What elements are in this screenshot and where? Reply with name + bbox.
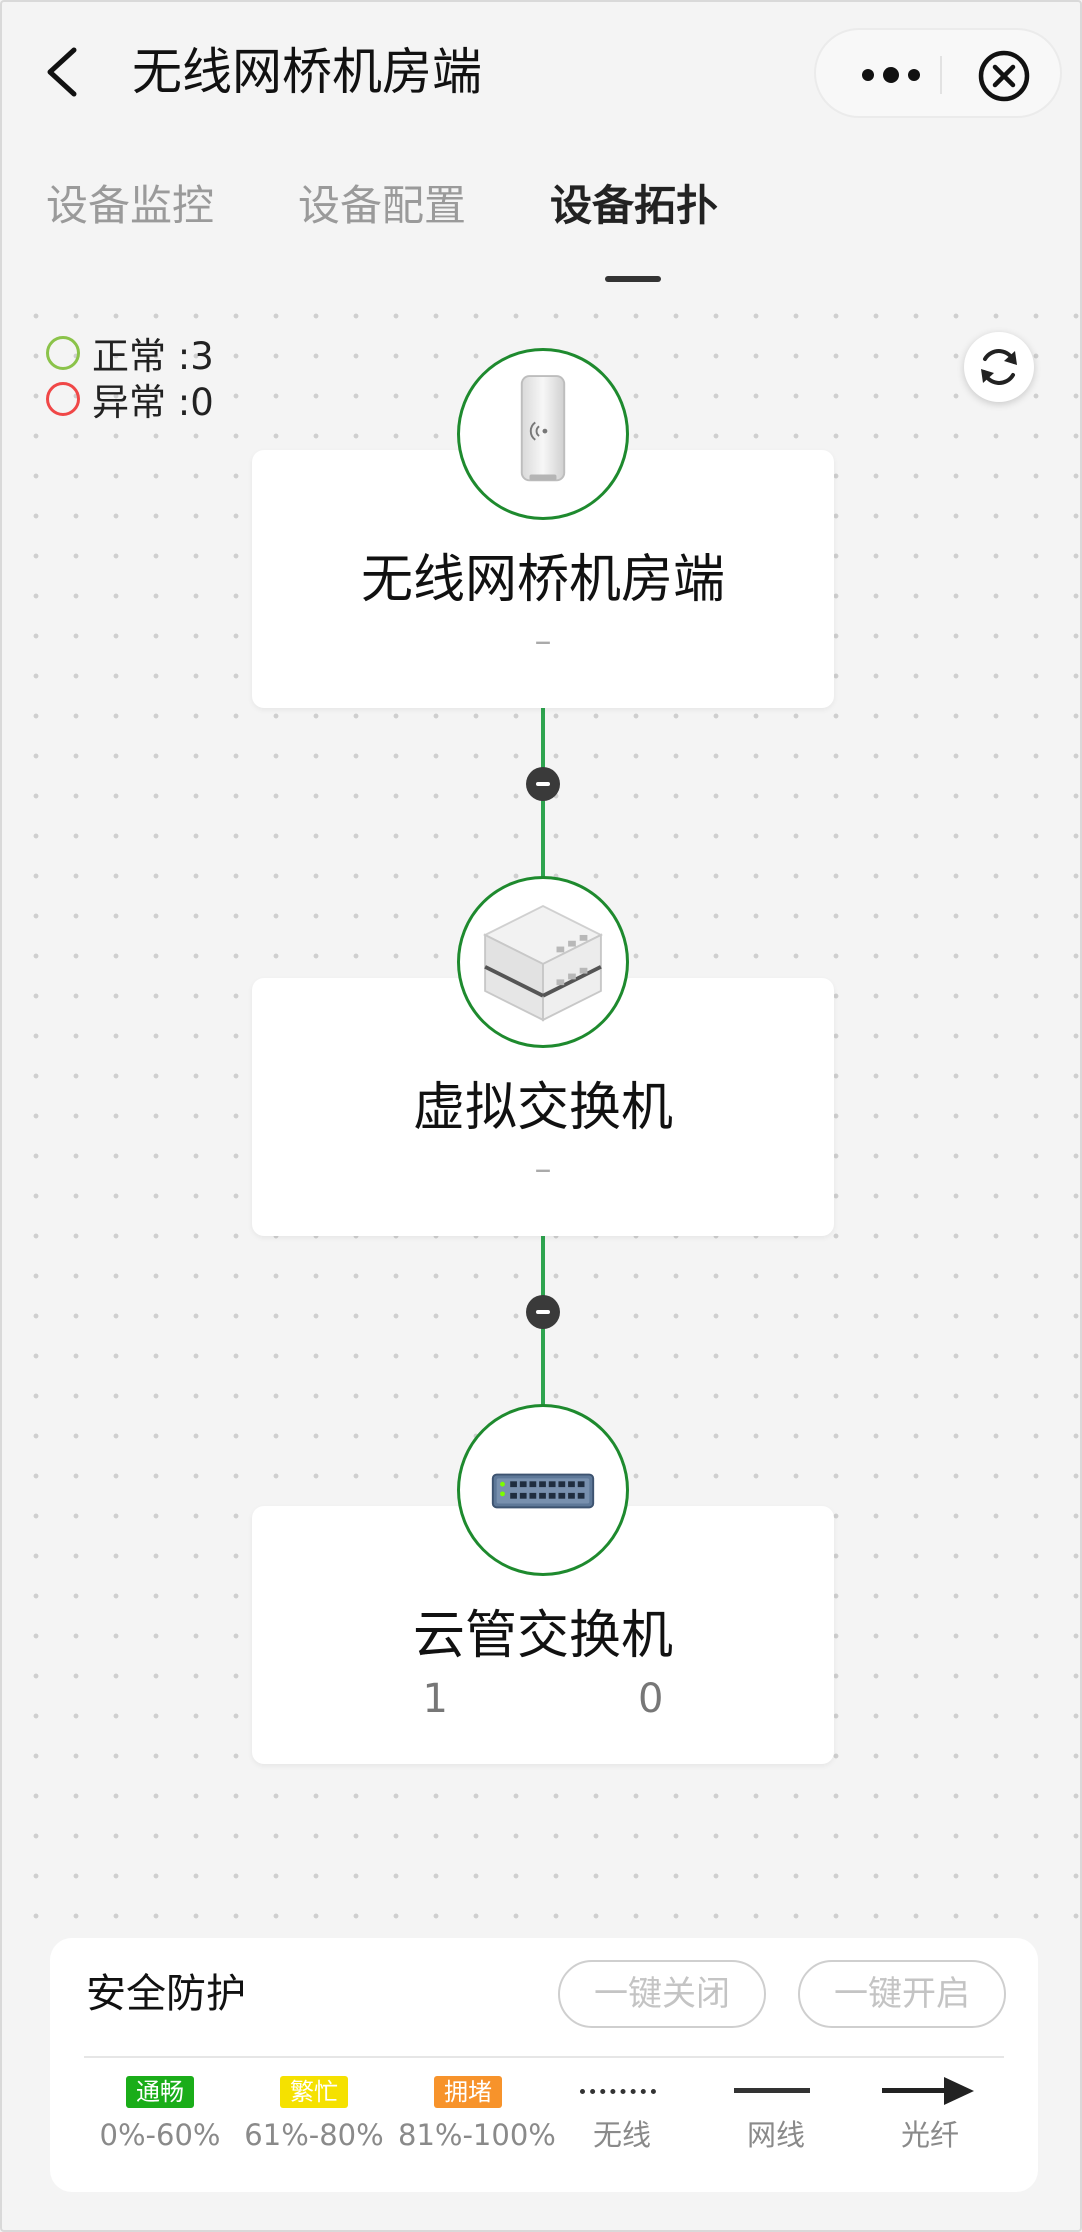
topology-canvas[interactable]: 正常 :3 异常 :0 无线网桥机房端 – <box>2 286 1080 1926</box>
tab-device-monitor[interactable]: 设备监控 <box>46 181 215 230</box>
node-name: 云管交换机 <box>412 1606 673 1666</box>
nav-header: 无线网桥机房端 <box>2 2 1080 142</box>
more-dots-icon <box>862 67 920 83</box>
collapse-node-2-button[interactable] <box>526 1295 560 1329</box>
wireless-bridge-icon <box>520 375 566 482</box>
capsule-separator <box>940 56 942 94</box>
refresh-button[interactable] <box>964 332 1034 402</box>
tab-device-topology[interactable]: 设备拓扑 <box>550 181 719 230</box>
legend-fiber: 光纤 <box>860 2076 1000 2154</box>
collapse-node-1-button[interactable] <box>526 767 560 801</box>
node-icon-wireless-bridge[interactable] <box>457 348 629 520</box>
normal-count: 正常 :3 <box>92 335 214 378</box>
label-fiber: 光纤 <box>900 2118 959 2152</box>
close-all-button[interactable]: 一键关闭 <box>558 1960 766 2028</box>
normal-ring-icon <box>46 336 80 370</box>
open-all-button[interactable]: 一键开启 <box>798 1960 1006 2028</box>
badge-busy: 繁忙 <box>280 2076 348 2108</box>
ip-prefix: 1 <box>422 1676 448 1722</box>
solid-line-icon <box>706 2076 846 2108</box>
tab-bar: 设备监控 设备配置 设备拓扑 <box>2 176 1080 286</box>
node-subtitle: – <box>534 1149 552 1189</box>
security-panel: 安全防护 一键关闭 一键开启 通畅 0%-60% 繁忙 61%-80% 拥堵 8… <box>50 1938 1038 2192</box>
mini-program-capsule <box>814 28 1062 118</box>
label-cable: 网线 <box>746 2118 805 2152</box>
legend-cable: 网线 <box>706 2076 846 2154</box>
status-legend: 正常 :3 异常 :0 <box>46 330 214 424</box>
chevron-left-icon <box>47 47 77 97</box>
ip-redaction <box>446 1678 636 1726</box>
range-congested: 81%-100% <box>398 2118 556 2152</box>
ip-suffix: 0 <box>638 1676 664 1722</box>
abnormal-count: 异常 :0 <box>92 381 214 424</box>
virtual-switch-icon <box>482 904 604 1022</box>
link-1-2 <box>541 706 545 896</box>
legend-wireless: 无线 <box>552 2076 692 2154</box>
link-2-3 <box>541 1234 545 1424</box>
label-wireless: 无线 <box>592 2118 651 2152</box>
range-busy: 61%-80% <box>244 2118 384 2152</box>
node-icon-virtual-switch[interactable] <box>457 876 629 1048</box>
tab-device-config[interactable]: 设备配置 <box>298 181 467 230</box>
status-normal: 正常 :3 <box>46 330 214 378</box>
legend-busy: 繁忙 61%-80% <box>244 2076 384 2154</box>
cloud-switch-icon <box>491 1473 595 1509</box>
status-abnormal: 异常 :0 <box>46 376 214 424</box>
active-tab-indicator <box>605 276 661 282</box>
back-button[interactable] <box>38 42 90 102</box>
arrow-line-icon <box>860 2076 1000 2108</box>
more-button[interactable] <box>846 48 936 102</box>
badge-congested: 拥堵 <box>434 2076 502 2108</box>
abnormal-ring-icon <box>46 382 80 416</box>
legend-smooth: 通畅 0%-60% <box>90 2076 230 2154</box>
range-smooth: 0%-60% <box>99 2118 221 2152</box>
node-subtitle: – <box>534 621 552 661</box>
dotted-line-icon <box>552 2076 692 2108</box>
node-icon-cloud-switch[interactable] <box>457 1404 629 1576</box>
legend-congested: 拥堵 81%-100% <box>398 2076 556 2154</box>
panel-divider <box>84 2056 1004 2058</box>
node-name: 虚拟交换机 <box>412 1078 673 1138</box>
close-circle-icon <box>978 50 1030 102</box>
refresh-icon <box>981 349 1017 385</box>
close-button[interactable] <box>976 48 1032 104</box>
node-name: 无线网桥机房端 <box>360 550 725 610</box>
panel-title: 安全防护 <box>86 1971 246 2017</box>
page-title: 无线网桥机房端 <box>132 43 482 101</box>
badge-smooth: 通畅 <box>126 2076 194 2108</box>
